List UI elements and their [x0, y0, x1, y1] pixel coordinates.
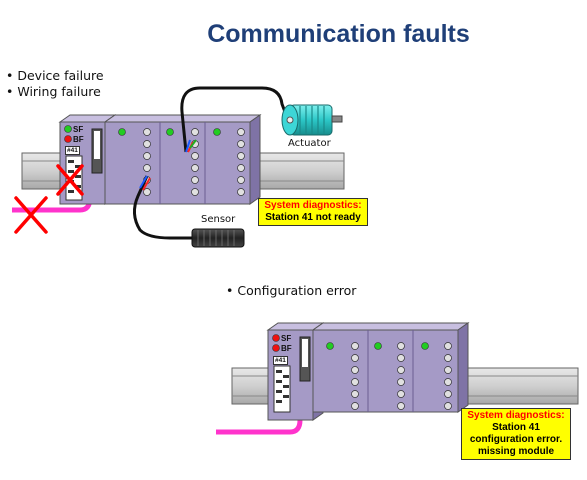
led-bf-label: BF — [281, 344, 292, 353]
fault-cross-cable — [14, 196, 48, 234]
led-bf-label: BF — [73, 135, 84, 144]
diagnostics-heading: System diagnostics: — [467, 410, 565, 421]
fault-bullet-list: • Device failure • Wiring failure — [6, 68, 104, 100]
station-address-label: #41 — [65, 146, 80, 155]
station-address-label: #41 — [273, 356, 288, 365]
io-modules-top — [103, 114, 262, 205]
fault-cross-module — [56, 164, 84, 196]
diagnostics-box-bottom: System diagnostics: Station 41 configura… — [461, 408, 571, 460]
diagnostics-line: Station 41 — [492, 422, 540, 433]
diagnostics-box-top: System diagnostics: Station 41 not ready — [258, 198, 368, 226]
led-sf-label: SF — [73, 125, 84, 134]
bullet-item: • Device failure — [6, 68, 104, 83]
actuator-cable — [180, 86, 287, 153]
bullet-item: • Configuration error — [226, 283, 357, 298]
actuator-label: Actuator — [288, 138, 331, 149]
sensor-label: Sensor — [201, 214, 236, 225]
diagnostics-line: missing module — [477, 446, 555, 457]
page-title: Communication faults — [207, 20, 470, 48]
io-modules-bottom — [311, 322, 470, 413]
diagnostics-line: configuration error. — [469, 434, 563, 445]
actuator-motor — [281, 104, 343, 136]
bullet-item: • Wiring failure — [6, 84, 101, 99]
sensor-cable — [133, 175, 192, 240]
diagnostics-heading: System diagnostics: — [264, 200, 362, 211]
sensor-device — [191, 228, 245, 248]
bullet-wiring-failure: Wiring failure — [17, 84, 101, 99]
bullet-configuration-error: Configuration error — [237, 283, 357, 298]
diagnostics-line: Station 41 not ready — [265, 212, 361, 223]
bullet-device-failure: Device failure — [17, 68, 104, 83]
led-sf-label: SF — [281, 334, 292, 343]
